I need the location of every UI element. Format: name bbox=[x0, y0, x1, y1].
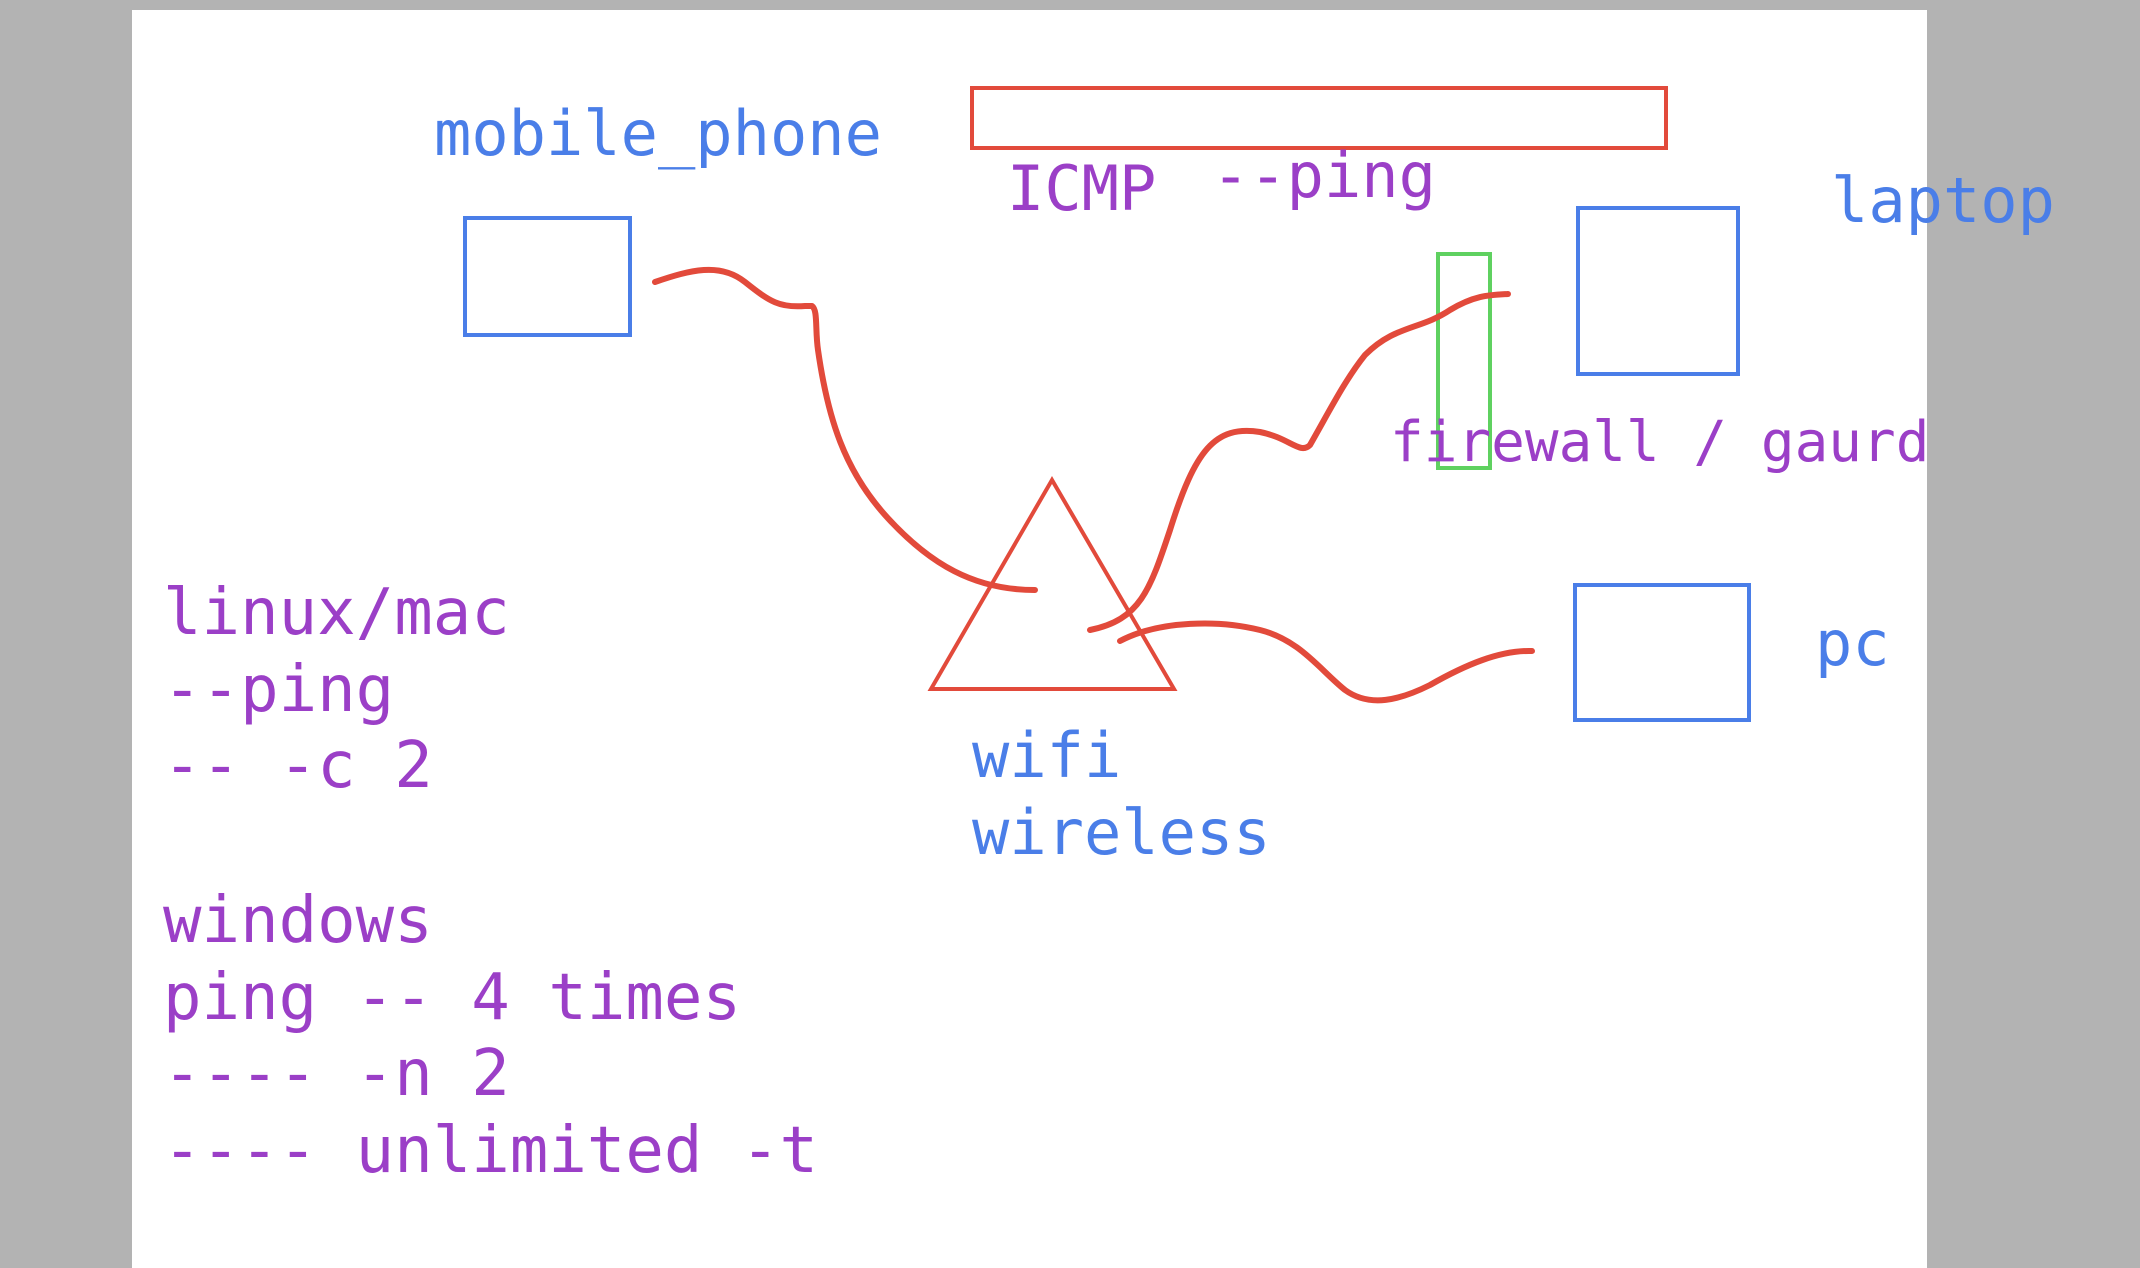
wireless-label: wireless bbox=[972, 796, 1271, 869]
wifi-label: wifi bbox=[972, 719, 1121, 792]
linux-mac-note-line: linux/mac bbox=[163, 576, 510, 650]
windows-note-line: ping -- 4 times bbox=[163, 961, 741, 1035]
windows-note-line: ---- -n 2 bbox=[163, 1037, 510, 1111]
mobile-phone-label: mobile_phone bbox=[434, 97, 882, 170]
ping-label: --ping bbox=[1212, 139, 1436, 212]
whiteboard bbox=[132, 10, 1927, 1268]
wifi-to-laptop-link bbox=[1087, 291, 1511, 633]
wifi-to-pc-link bbox=[1117, 620, 1535, 704]
firewall-box bbox=[1436, 252, 1492, 470]
windows-note-line: ---- unlimited -t bbox=[163, 1114, 818, 1188]
mobile-phone-box bbox=[463, 216, 632, 337]
icmp-banner-box bbox=[970, 86, 1668, 150]
mobile-to-wifi-link bbox=[652, 266, 1038, 593]
linux-mac-note-line: --ping bbox=[163, 653, 394, 727]
windows-note-line: windows bbox=[163, 884, 433, 958]
laptop-label: laptop bbox=[1831, 164, 2055, 237]
firewall-label: firewall / gaurd bbox=[1390, 410, 1929, 475]
linux-mac-note-line: -- -c 2 bbox=[163, 729, 433, 803]
pc-box bbox=[1573, 583, 1751, 722]
icmp-label: ICMP bbox=[1007, 152, 1156, 225]
laptop-box bbox=[1576, 206, 1740, 376]
pc-label: pc bbox=[1815, 607, 1890, 680]
